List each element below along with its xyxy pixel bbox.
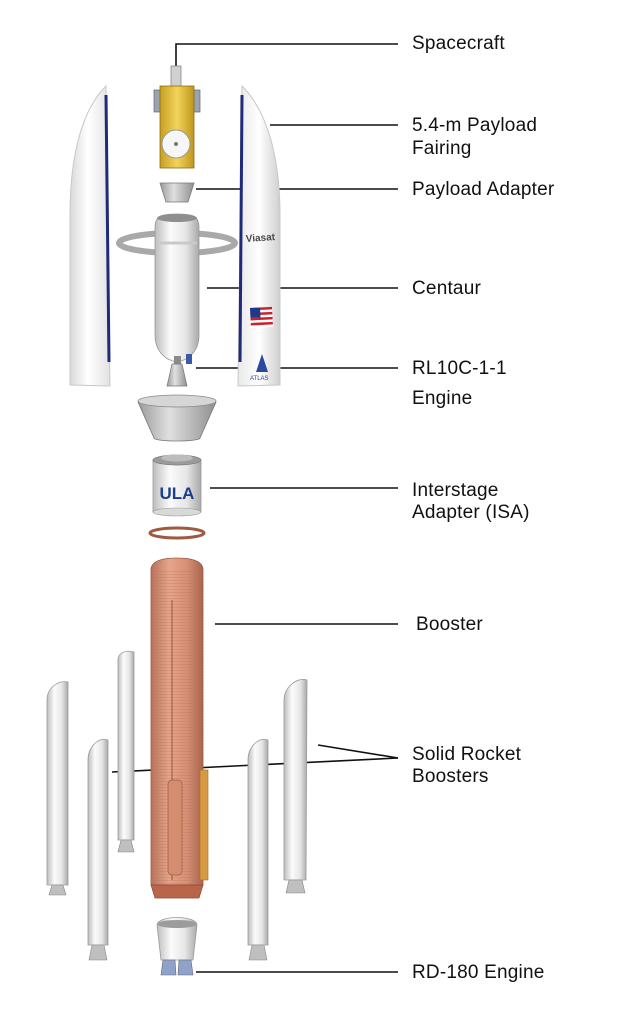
label-isa-line1: Interstage bbox=[412, 480, 499, 501]
spacecraft bbox=[153, 65, 201, 169]
srb-back-left bbox=[46, 681, 69, 896]
viasat-logo: Viasat bbox=[245, 232, 276, 245]
interstage-adapter: ULA bbox=[152, 454, 202, 517]
atlas-small-text: ATLAS bbox=[250, 376, 269, 382]
rl10c-engine-part bbox=[166, 363, 188, 387]
booster-core bbox=[150, 557, 209, 899]
label-srb-line1: Solid Rocket bbox=[412, 744, 522, 765]
label-payload-adapter: Payload Adapter bbox=[412, 179, 555, 200]
label-centaur: Centaur bbox=[412, 278, 481, 299]
label-rl10-line2: Engine bbox=[412, 388, 473, 409]
srb-front-right bbox=[247, 739, 269, 961]
label-fairing-line1: 5.4-m Payload bbox=[412, 115, 538, 136]
ula-logo: ULA bbox=[160, 484, 195, 503]
centaur-stage bbox=[116, 213, 238, 387]
srb-back-right bbox=[283, 679, 308, 894]
fairing-left-half bbox=[69, 84, 111, 387]
label-isa-line2: Adapter (ISA) bbox=[412, 502, 530, 523]
label-booster: Booster bbox=[416, 614, 483, 635]
leader-srb-a bbox=[317, 744, 399, 759]
srb-front-left bbox=[87, 739, 109, 961]
leader-spacecraft bbox=[175, 43, 398, 68]
label-fairing-line2: Fairing bbox=[412, 138, 472, 159]
atlas-mark-icon bbox=[256, 354, 268, 372]
us-flag bbox=[249, 306, 274, 328]
payload-fairing: Viasat ATLAS bbox=[69, 84, 281, 387]
label-spacecraft: Spacecraft bbox=[412, 33, 505, 54]
payload-adapter-part bbox=[159, 182, 195, 203]
srb-back-center bbox=[117, 650, 135, 853]
spacecraft-antenna bbox=[170, 65, 182, 89]
isa-ring bbox=[148, 526, 206, 540]
fairing-right-edge-stripe bbox=[238, 94, 244, 363]
label-rd180: RD-180 Engine bbox=[412, 962, 545, 983]
fairing-left-edge-stripe bbox=[104, 94, 111, 363]
centaur-tank bbox=[154, 213, 200, 363]
label-srb-line2: Boosters bbox=[412, 766, 489, 787]
label-rl10-line1: RL10C-1-1 bbox=[412, 358, 507, 379]
rd180-engine-part bbox=[156, 917, 198, 976]
